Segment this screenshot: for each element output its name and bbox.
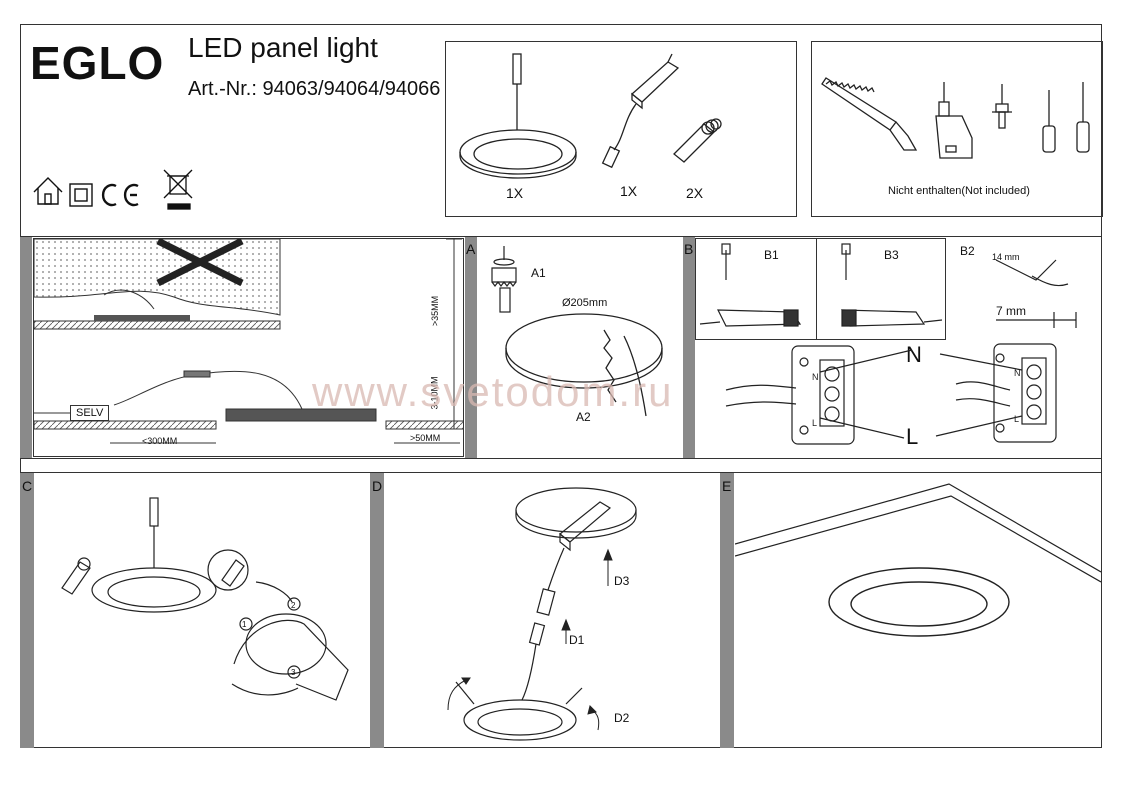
spring-clip-icon xyxy=(673,118,722,163)
panel-light-icon xyxy=(459,53,577,179)
b2-label: B2 xyxy=(960,244,975,258)
section-bar-b xyxy=(683,237,695,458)
terminal-l-left: L xyxy=(812,418,817,428)
not-included-note: Nicht enthalten(Not included) xyxy=(888,185,1030,197)
strip-14-label: 14 mm xyxy=(992,252,1020,262)
panel-light-d-icon xyxy=(455,681,583,741)
tools-illustration xyxy=(821,77,1090,159)
certification-symbols xyxy=(33,169,193,210)
section-bar-a xyxy=(465,237,477,458)
divider-mid xyxy=(20,458,1102,459)
wall-plug-icon xyxy=(992,84,1012,129)
installed-light-icon xyxy=(828,567,1010,637)
terminal-n-right: N xyxy=(1014,368,1021,378)
hole-saw-icon xyxy=(491,246,517,313)
ceiling-disc-icon xyxy=(515,487,637,539)
qty-panel: 1X xyxy=(506,185,524,201)
contents-box xyxy=(445,41,797,217)
indoor-use-icon xyxy=(33,177,63,205)
class-ii-icon xyxy=(69,183,93,207)
cutout-diagram xyxy=(491,246,663,417)
step-a2-label: A2 xyxy=(576,410,591,424)
b3-label: B3 xyxy=(884,248,899,262)
section-bar-install xyxy=(20,237,32,458)
selv-label: SELV xyxy=(70,405,110,421)
section-a-letter: A xyxy=(466,241,476,257)
driver-b3-icon xyxy=(841,243,943,327)
wiring-diagram: N L N L xyxy=(699,243,1077,445)
ce-mark-icon xyxy=(101,183,139,207)
min-dist-label: <300MM xyxy=(142,436,178,446)
install-diagram xyxy=(34,239,463,444)
diameter-label: Ø205mm xyxy=(562,297,608,309)
section-bar-e xyxy=(720,473,734,748)
section-e-letter: E xyxy=(722,478,732,494)
terminal-block-left-icon xyxy=(725,345,913,445)
b3-box xyxy=(816,238,946,340)
live-label: L xyxy=(906,424,919,449)
insulation-warning xyxy=(34,239,281,330)
section-bar-c xyxy=(20,473,34,748)
ceiling-plane-icon xyxy=(735,483,1101,583)
strip-wire-icon xyxy=(995,259,1077,328)
clip-c-icon xyxy=(61,549,249,595)
brand-logo: EGLO xyxy=(30,37,165,89)
qty-driver: 1X xyxy=(620,183,638,199)
ceiling-cross-section xyxy=(34,239,463,430)
terminal-block-right-icon xyxy=(935,343,1057,443)
panel-light-c-icon xyxy=(91,497,217,613)
section-d-letter: D xyxy=(372,478,383,494)
terminal-l-right: L xyxy=(1014,414,1019,424)
product-title: LED panel light xyxy=(188,32,378,63)
direction-arrows xyxy=(447,548,613,731)
step-a1-label: A1 xyxy=(531,266,546,280)
divider-top xyxy=(20,236,1102,237)
step-c1: 1 xyxy=(242,620,247,629)
driver-b1-icon xyxy=(699,243,802,327)
hand-install-icon xyxy=(231,581,349,701)
watermark: www.svetodom.ru xyxy=(312,368,674,415)
terminal-n-left: N xyxy=(812,372,819,382)
step-c3: 3 xyxy=(291,668,296,677)
section-b-letter: B xyxy=(684,241,694,257)
connect-diagram xyxy=(447,487,637,741)
min-depth-label: >35MM xyxy=(430,295,441,327)
weee-bin-icon xyxy=(163,169,193,210)
strip-7-label: 7 mm xyxy=(996,304,1026,318)
screwdriver-phillips-icon xyxy=(1076,82,1090,153)
ceiling-hole-icon xyxy=(505,313,663,417)
driver-icon xyxy=(601,53,680,169)
b1-label: B1 xyxy=(764,248,779,262)
step-d3-label: D3 xyxy=(614,574,630,588)
divider-mid2 xyxy=(20,472,1102,473)
neutral-label: N xyxy=(906,342,922,367)
contents-illustration xyxy=(459,53,722,179)
qty-clip: 2X xyxy=(686,185,704,201)
edge-label: >50MM xyxy=(410,433,441,443)
tools-box xyxy=(811,41,1103,217)
finished-ceiling-diagram xyxy=(735,483,1101,637)
section-c-letter: C xyxy=(22,478,33,494)
screwdriver-flat-icon xyxy=(1042,90,1056,153)
step-d1-label: D1 xyxy=(569,633,585,647)
drill-icon xyxy=(935,82,973,159)
driver-d-icon xyxy=(521,501,612,701)
step-c2: 2 xyxy=(291,601,296,610)
clip-mounting-diagram xyxy=(61,497,349,701)
article-numbers: Art.-Nr.: 94063/94064/94066 xyxy=(188,78,441,100)
saw-icon xyxy=(821,77,918,151)
section-bar-d xyxy=(370,473,384,748)
terminal-markings: N L N L xyxy=(812,368,1021,428)
step-d2-label: D2 xyxy=(614,711,630,725)
